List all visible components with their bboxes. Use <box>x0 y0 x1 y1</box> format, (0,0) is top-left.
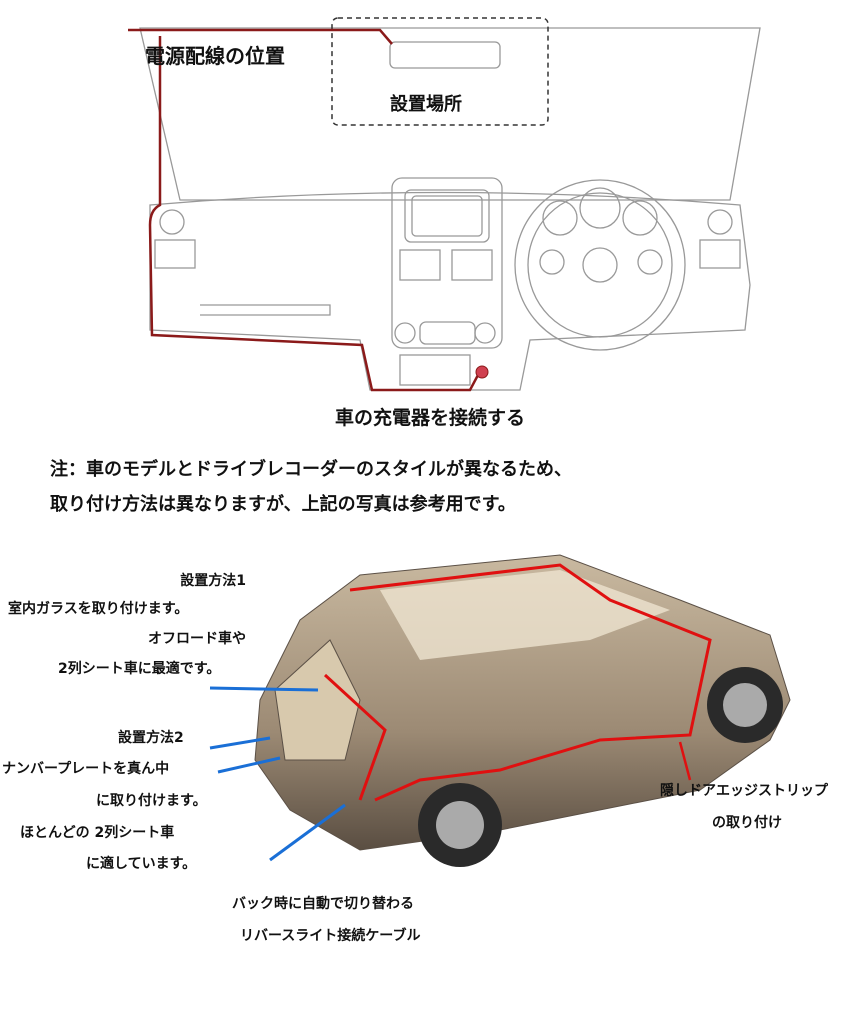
center-console <box>391 177 503 349</box>
method1-line2: オフロード車や <box>148 631 246 647</box>
car-body <box>254 554 791 851</box>
method1-title: 設置方法1 <box>180 573 246 589</box>
rear-mirror <box>389 41 501 69</box>
rear-window <box>274 639 361 761</box>
arrow-method1 <box>209 686 319 692</box>
power-wiring-label: 電源配線の位置 <box>145 44 285 68</box>
reverse-cable-line1: バック時に自動で切り替わる <box>232 896 414 912</box>
power-wire <box>128 28 480 392</box>
arrow-door-strip <box>678 741 692 781</box>
dashboard-outline <box>149 191 751 391</box>
steering-wheel <box>514 179 686 351</box>
install-area-box <box>331 17 549 126</box>
method2-line3: ほとんどの 2列シート車 <box>20 825 175 841</box>
note-line2: 取り付け方法は異なりますが、上記の写真は参考用です。 <box>50 494 516 515</box>
reverse-cable-line2: リバースライト接続ケーブル <box>240 928 421 944</box>
car-wire <box>323 563 712 802</box>
note-line1: 注：車のモデルとドライブレコーダーのスタイルが異なるため、 <box>50 459 572 480</box>
method2-title: 設置方法2 <box>118 730 184 746</box>
windshield-outline <box>139 27 761 201</box>
arrow-method2c <box>269 803 346 862</box>
door-strip-line1: 隠しドアエッジストリップ <box>660 783 828 799</box>
install-location-label: 設置場所 <box>390 94 462 115</box>
method2-line4: に適しています。 <box>86 856 197 872</box>
dashboard-diagram <box>128 17 761 392</box>
charger-label: 車の充電器を接続する <box>335 407 526 429</box>
charger-socket-icon <box>475 365 489 379</box>
arrow-method2b <box>217 756 281 774</box>
method2-line1: ナンバープレートを真ん中 <box>2 761 170 777</box>
method2-line2: に取り付けます。 <box>96 793 207 809</box>
method1-line1: 室内ガラスを取り付けます。 <box>8 601 189 617</box>
method1-line3: 2列シート車に最適です。 <box>58 661 221 677</box>
door-strip-line2: の取り付け <box>712 815 782 831</box>
arrow-method2a <box>209 736 271 750</box>
